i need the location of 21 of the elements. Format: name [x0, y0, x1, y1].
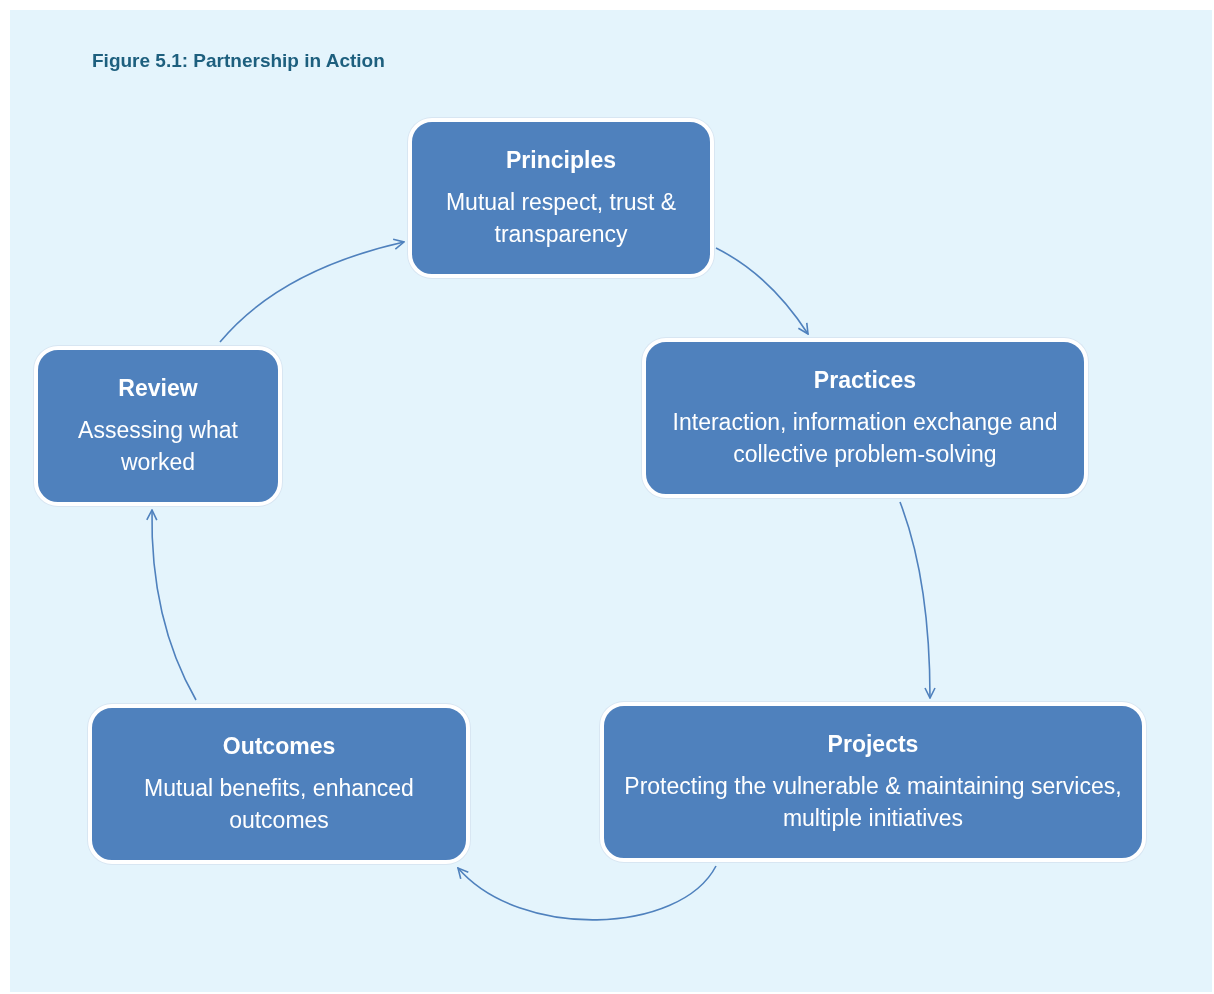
curved-arrow — [715, 247, 809, 335]
curved-arrow — [457, 865, 717, 921]
box-heading: Projects — [827, 730, 919, 758]
box-description: Protecting the vulnerable & maintaining services, multiple initiatives — [623, 771, 1123, 833]
box-description: Mutual respect, trust & transparency — [444, 187, 678, 249]
process-box — [88, 704, 470, 864]
figure-title: Figure 5.1: Partnership in Action — [92, 50, 385, 72]
box-heading: Review — [118, 374, 198, 402]
process-box — [34, 346, 282, 506]
curved-arrow — [899, 501, 936, 699]
box-description: Interaction, information exchange and collective problem-solving — [671, 407, 1059, 469]
box-heading: Practices — [813, 366, 917, 394]
box-heading: Principles — [506, 146, 616, 174]
process-box — [600, 702, 1146, 862]
process-box — [408, 118, 714, 278]
process-box — [642, 338, 1088, 498]
box-heading: Outcomes — [222, 732, 336, 760]
curved-arrow — [146, 509, 197, 701]
box-description: Assessing what worked — [77, 415, 239, 477]
box-description: Mutual benefits, enhanced outcomes — [143, 773, 415, 835]
curved-arrow — [219, 238, 405, 343]
